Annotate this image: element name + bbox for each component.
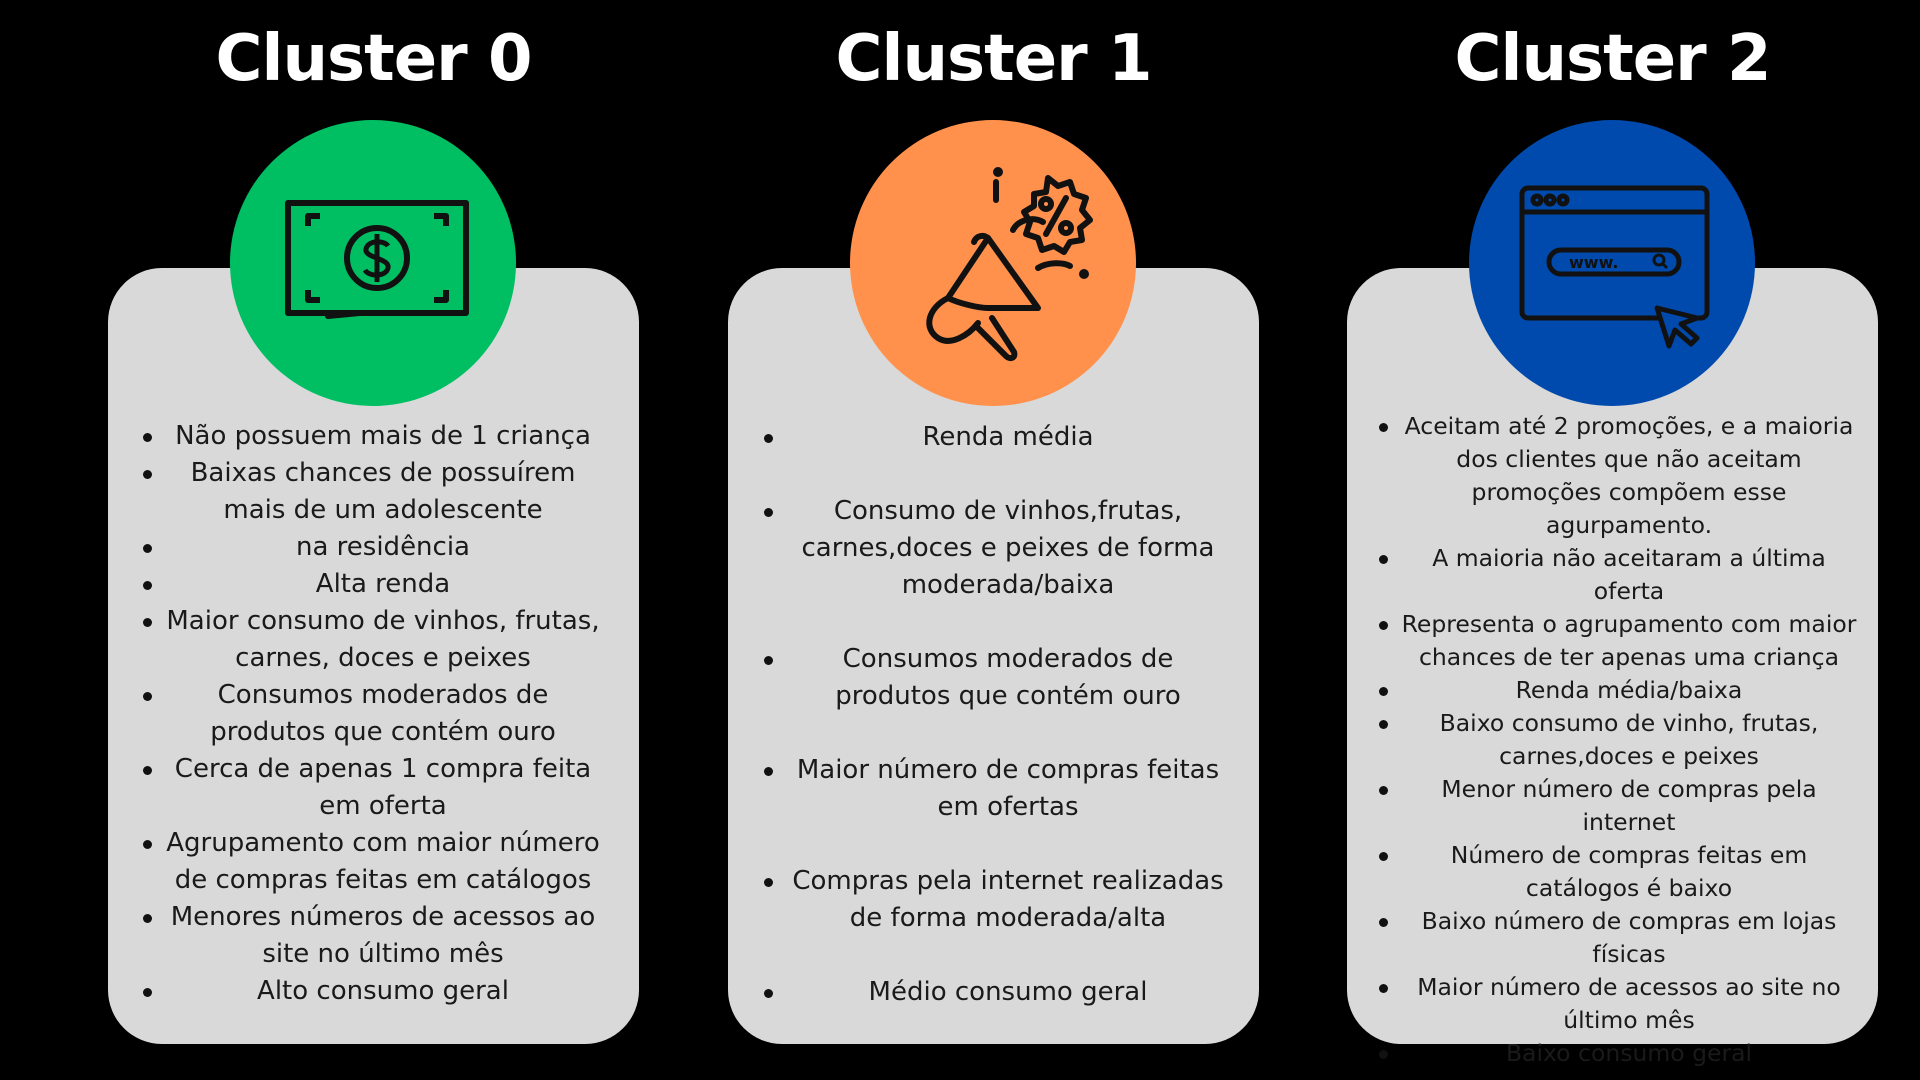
list-item: Cerca de apenas 1 compra feita em oferta [143, 751, 603, 825]
list-item: Compras pela internet realizadas de form… [764, 863, 1228, 937]
list-item: Maior número de compras feitas em oferta… [764, 752, 1228, 826]
feature-list: Renda média Consumo de vinhos,frutas, ca… [764, 419, 1228, 1011]
cluster-title: Cluster 1 [835, 22, 1153, 96]
feature-list: Não possuem mais de 1 criança Baixas cha… [143, 418, 603, 1010]
icon-circle [230, 120, 516, 406]
cluster-2-panel: Cluster 2 www. Aceitam até 2 promoções, … [1347, 0, 1878, 1080]
feature-list: Aceitam até 2 promoções, e a maioria dos… [1379, 410, 1859, 1070]
cluster-title: Cluster 0 [215, 22, 533, 96]
list-item: Baixo consumo geral [1379, 1037, 1859, 1070]
cluster-title: Cluster 2 [1454, 22, 1772, 96]
list-item: Menores números de acessos ao site no úl… [143, 899, 603, 973]
list-item: na residência [143, 529, 603, 566]
list-item: Baixo consumo de vinho, frutas, carnes,d… [1379, 707, 1859, 773]
list-item: Agrupamento com maior número de compras … [143, 825, 603, 899]
list-item: Número de compras feitas em catálogos é … [1379, 839, 1859, 905]
cluster-1-panel: Cluster 1 Renda média Consumo de vinhos,… [728, 0, 1259, 1080]
icon-circle: www. [1469, 120, 1755, 406]
list-item: Maior número de acessos ao site no últim… [1379, 971, 1859, 1037]
list-item: Não possuem mais de 1 criança [143, 418, 603, 455]
megaphone-discount-icon [926, 167, 1093, 362]
list-item: Representa o agrupamento com maior chanc… [1379, 608, 1859, 674]
cluster-0-panel: Cluster 0 Não possuem mais de 1 criança … [108, 0, 639, 1080]
list-item: Baixo número de compras em lojas físicas [1379, 905, 1859, 971]
list-item: Consumos moderados de produtos que conté… [764, 641, 1228, 715]
money-dollar-icon [285, 200, 469, 319]
list-item: A maioria não aceitaram a última oferta [1379, 542, 1859, 608]
icon-circle [850, 120, 1136, 406]
list-item: Alta renda [143, 566, 603, 603]
list-item: Renda média/baixa [1379, 674, 1859, 707]
list-item: Consumos moderados de produtos que conté… [143, 677, 603, 751]
browser-www-icon: www. [1519, 185, 1710, 349]
list-item: Menor número de compras pela internet [1379, 773, 1859, 839]
list-item: Baixas chances de possuírem mais de um a… [143, 455, 603, 529]
browser-url-text: www. [1569, 253, 1618, 272]
list-item: Alto consumo geral [143, 973, 603, 1010]
list-item: Maior consumo de vinhos, frutas, carnes,… [143, 603, 603, 677]
list-item: Renda média [764, 419, 1228, 456]
list-item: Consumo de vinhos,frutas, carnes,doces e… [764, 493, 1228, 604]
list-item: Aceitam até 2 promoções, e a maioria dos… [1379, 410, 1859, 542]
list-item: Médio consumo geral [764, 974, 1228, 1011]
